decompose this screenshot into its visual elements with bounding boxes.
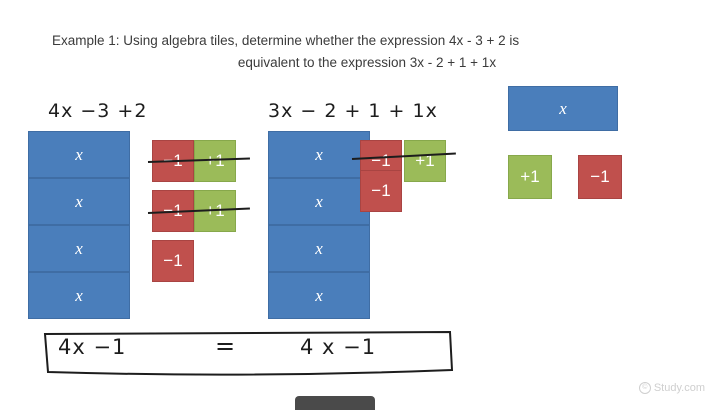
- x-tile[interactable]: x: [28, 272, 130, 319]
- legend-negative-tile[interactable]: −1: [578, 155, 622, 199]
- x-tile[interactable]: x: [28, 131, 130, 178]
- problem-statement: Example 1: Using algebra tiles, determin…: [52, 30, 652, 74]
- positive-unit-tile[interactable]: +1: [194, 190, 236, 232]
- negative-unit-tile[interactable]: −1: [152, 140, 194, 182]
- x-tile[interactable]: x: [268, 272, 370, 319]
- answer-right: 4 x −1: [300, 335, 377, 359]
- negative-unit-tile[interactable]: −1: [152, 240, 194, 282]
- problem-statement-line-1: Example 1: Using algebra tiles, determin…: [52, 33, 520, 48]
- answer-bracket-icon: [43, 330, 454, 376]
- bottom-decoration: [295, 396, 375, 410]
- x-tile[interactable]: x: [268, 131, 370, 178]
- x-tile[interactable]: x: [28, 225, 130, 272]
- right-expression-label: 3x − 2 + 1 + 1x: [268, 100, 438, 122]
- answer-left: 4x −1: [58, 335, 127, 359]
- positive-unit-tile[interactable]: +1: [404, 140, 446, 182]
- watermark-text: Study.com: [653, 382, 705, 394]
- x-tile[interactable]: x: [268, 178, 370, 225]
- positive-unit-tile[interactable]: +1: [194, 140, 236, 182]
- answer-equals: =: [215, 332, 237, 360]
- answer-bracket-area: 4x −1 = 4 x −1: [40, 330, 460, 376]
- left-expression-label: 4x −3 +2: [48, 100, 148, 122]
- watermark: © Study.com: [638, 382, 705, 394]
- problem-statement-line-2: equivalent to the expression 3x - 2 + 1 …: [237, 55, 497, 70]
- x-tile[interactable]: x: [28, 178, 130, 225]
- legend-x-tile[interactable]: x: [508, 86, 618, 131]
- negative-unit-tile[interactable]: −1: [360, 170, 402, 212]
- negative-unit-tile[interactable]: −1: [152, 190, 194, 232]
- copyright-icon: ©: [638, 382, 651, 394]
- legend-positive-tile[interactable]: +1: [508, 155, 552, 199]
- x-tile[interactable]: x: [268, 225, 370, 272]
